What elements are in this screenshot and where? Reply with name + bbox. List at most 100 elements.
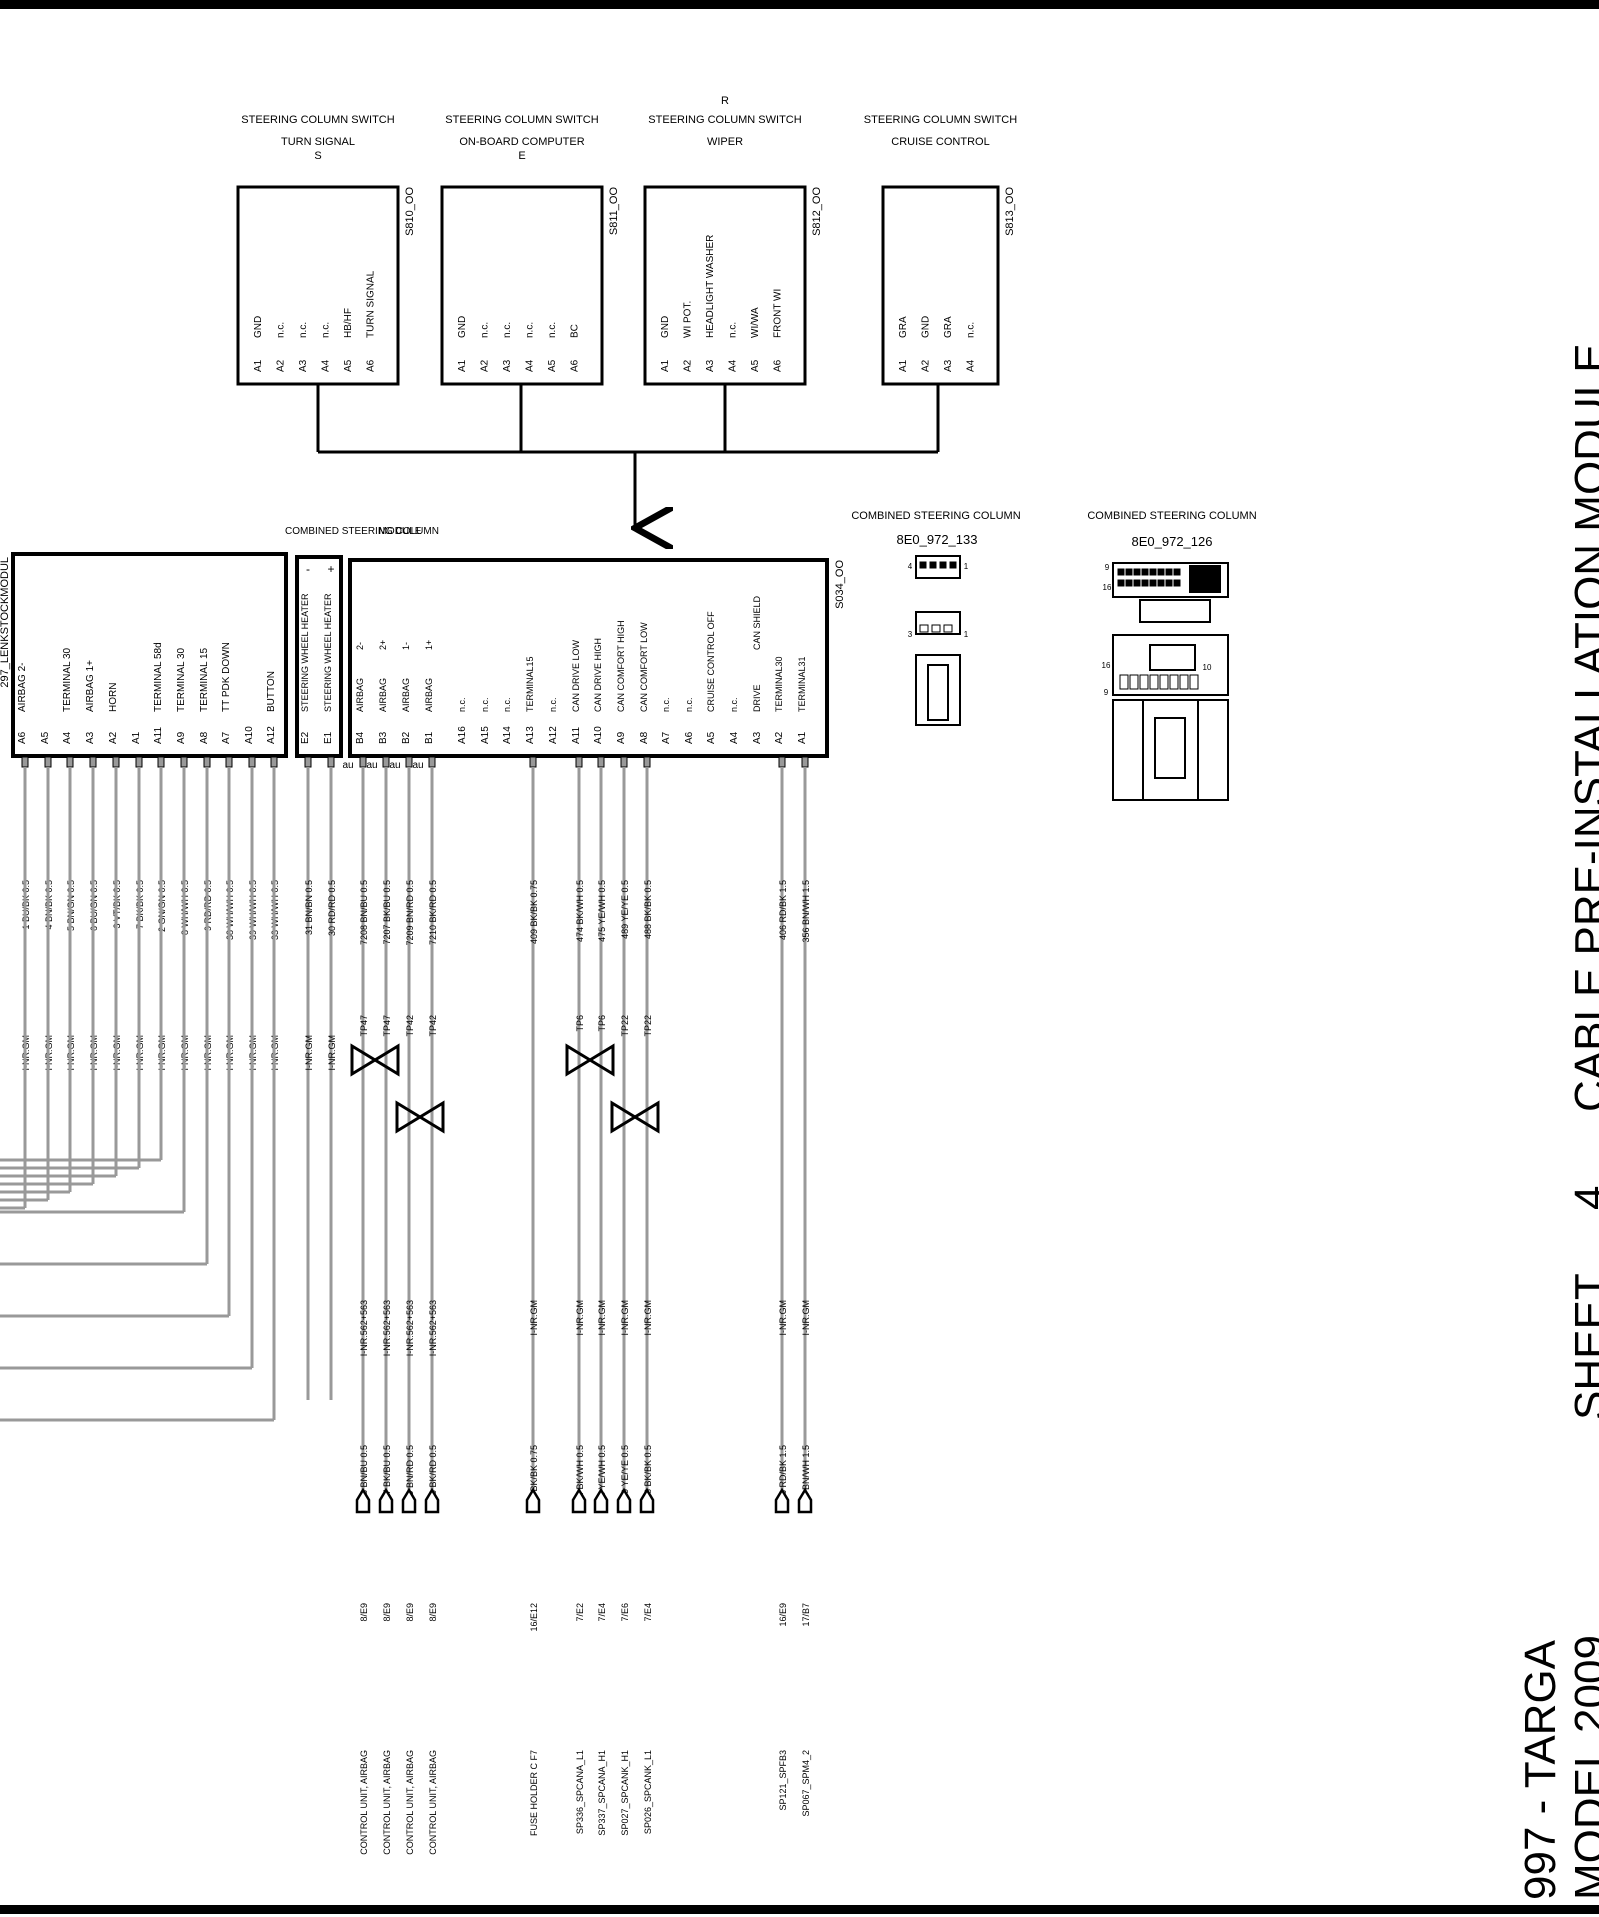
switch-id: S813_OO [1004,187,1016,236]
right-wire-label-2: 406 RD/BK 1.5 [778,1445,788,1505]
connector-2-pin [1141,568,1149,576]
wire-end-connector [616,1487,632,1514]
switch-pin-label: A3 [943,359,954,372]
left-pin-signal: TERMINAL 58d [153,642,164,712]
heater-pin-sign: + [327,562,334,576]
switch-pin-label: A4 [525,359,536,372]
right-wire-label: 7208 BN/BU 0.5 [359,880,369,945]
switch-pin-signal: HEADLIGHT WASHER [705,235,716,338]
connector-2-pin [1165,579,1173,587]
switch-pin-label: A4 [321,359,332,372]
main-pin-signal-2: 2+ [378,640,388,650]
switch-pin-signal: n.c. [480,322,491,338]
connector-2-slot [1149,674,1159,690]
left-pin-signal: TT PDK DOWN [221,642,232,712]
main-pin-signal: TERMINAL30 [774,656,784,712]
switch-pin-label: A3 [705,359,716,372]
connector-2-mid [1112,634,1229,696]
au-marker: au [412,760,423,771]
switch-pin-signal: HB/HF [343,308,354,338]
heater-pin-sign: - [306,562,310,576]
connector-2-top [1112,562,1229,598]
wire-end-connector [774,1487,790,1514]
top-border [0,0,1599,9]
connector-2-slot [1169,674,1179,690]
main-pin-signal-2: 1+ [424,640,434,650]
switch-pin-signal: n.c. [276,322,287,338]
au-marker: au [366,760,377,771]
switch-pin-label: A1 [457,359,468,372]
switch-pin-signal: TURN SIGNAL [366,270,377,338]
main-pin-signal: CRUISE CONTROL OFF [706,611,716,712]
left-pin-terminal [89,756,97,768]
connector-2-pin [1173,579,1181,587]
heater-pin-terminal [304,756,312,768]
right-wire-ref: I-NR.GM [801,1300,811,1336]
connector-2-pin [1117,579,1125,587]
switch-id: S810_OO [404,187,416,236]
heater-module-box [295,555,343,758]
switch-box-S812_OO [643,185,807,386]
switch-title: STEERING COLUMN SWITCH [241,114,394,126]
switch-pin-label: A1 [253,359,264,372]
main-pin-label: B1 [424,731,435,744]
right-wire-ref: I-NR.562+563 [382,1300,392,1356]
switch-pin-signal: n.c. [525,322,536,338]
left-pin-label: A3 [85,731,96,744]
left-pin-label: A10 [244,726,255,744]
switch-bus-lines [316,384,940,528]
main-pin-signal: CAN COMFORT LOW [639,622,649,712]
switch-subtitle: ON-BOARD COMPUTER [459,136,584,148]
left-pin-label: A12 [266,726,277,744]
right-wire-label-2: 475 YE/WH 0.5 [597,1445,607,1507]
right-wire-ref: I-NR.GM [643,1300,653,1336]
connector-2-core [1154,717,1186,779]
right-wire-label-2: 489 YE/YE 0.5 [620,1445,630,1504]
connector-1-top [915,555,961,579]
right-wire-destination: CONTROL UNIT, AIRBAG [405,1750,415,1855]
switch-pin-signal: GND [253,316,264,338]
connector-1-part: 8E0_972_133 [897,532,978,547]
au-marker: au [389,760,400,771]
heater-pin-label: E1 [323,731,334,744]
left-pin-terminal [225,756,233,768]
right-wire-grid: 16/E12 [529,1603,539,1632]
right-wire-tp: TP42 [428,1015,438,1037]
main-pin-signal: AIRBAG [378,678,388,712]
right-wire-grid: 8/E9 [359,1603,369,1622]
switch-box-S813_OO [881,185,1000,386]
wire-end-connector [797,1487,813,1514]
connector-2-num: 9 [1104,688,1109,697]
title-sheet: SHEET [1566,1273,1599,1420]
connector-2-title: COMBINED STEERING COLUMN [1087,510,1256,522]
right-wire-grid: 8/E9 [428,1603,438,1622]
twisted-pair-symbol [350,1043,400,1077]
left-pin-label: A7 [221,731,232,744]
left-pin-label: A4 [62,731,73,744]
connector-2-pin [1125,568,1133,576]
right-wire-label: 7207 BK/BU 0.5 [382,880,392,945]
right-wire-label: 406 RD/BK 1.5 [778,880,788,940]
switch-pin-label: A2 [276,359,287,372]
left-pin-signal: TERMINAL 15 [199,647,210,712]
connector-1-slot [919,624,929,633]
right-wire-label: 488 BK/BK 0.5 [643,880,653,939]
switch-pin-label: A5 [547,359,558,372]
main-pin-signal-2: CAN SHIELD [752,595,762,650]
switch-pin-label: A5 [343,359,354,372]
right-wire-ref: I-NR.GM [778,1300,788,1336]
connector-1-pin [929,561,937,569]
right-wire-label: 356 BN/WH 1.5 [801,880,811,943]
left-pin-signal: TERMINAL 30 [62,647,73,712]
right-wire-label: 475 YE/WH 0.5 [597,880,607,942]
main-pin-signal: n.c. [661,697,671,712]
main-pin-signal: AIRBAG [355,678,365,712]
left-pin-label: A1 [131,731,142,744]
right-wire-destination: CONTROL UNIT, AIRBAG [428,1750,438,1855]
right-wire-ref: I-NR.562+563 [428,1300,438,1356]
au-marker: au [342,760,353,771]
main-pin-label: A9 [616,731,627,744]
main-pin-label: A4 [729,731,740,744]
